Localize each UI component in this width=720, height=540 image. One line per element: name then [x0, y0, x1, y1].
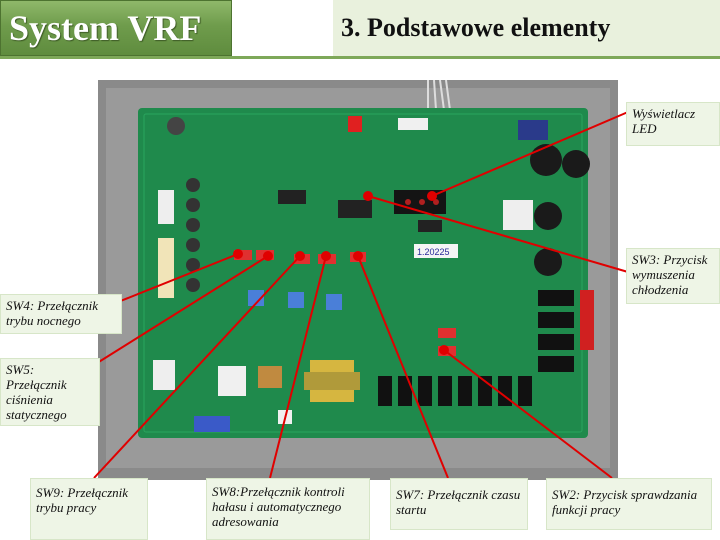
transformer-core: [304, 372, 360, 390]
header-divider: [0, 56, 720, 59]
capacitor: [186, 198, 200, 212]
blue-potentiometer: [248, 290, 264, 306]
dip-switch: [256, 250, 274, 260]
wires: [427, 79, 451, 111]
relay: [538, 290, 574, 306]
callout-sw9-text: SW9: Przełącznik trybu pracy: [36, 485, 129, 515]
callout-sw4-text: SW4: Przełącznik trybu nocnego: [6, 298, 99, 328]
relay: [518, 376, 532, 406]
callout-sw5: SW5: Przełącznik ciśnienia statycznego: [0, 358, 100, 426]
relay: [498, 376, 512, 406]
dip-switch: [438, 328, 456, 338]
subtitle-box: 3. Podstawowe elementy: [333, 0, 720, 56]
slide-title: System VRF: [9, 8, 202, 48]
relay: [538, 334, 574, 350]
capacitor: [186, 218, 200, 232]
big-capacitor: [534, 248, 562, 276]
relay: [538, 312, 574, 328]
connector-right: [503, 200, 533, 230]
dip-switch: [234, 250, 252, 260]
callout-led-text: Wyświetlacz LED: [632, 106, 696, 136]
dip-switch: [350, 252, 366, 262]
callout-sw7: SW7: Przełącznik czasu startu: [390, 478, 528, 530]
callout-led: Wyświetlacz LED: [626, 102, 720, 146]
led-segment: [419, 199, 425, 205]
callout-sw3-text: SW3: Przycisk wymuszenia chłodzenia: [632, 252, 708, 297]
callout-sw7-text: SW7: Przełącznik czasu startu: [396, 487, 521, 517]
ic-chip: [278, 190, 306, 204]
capacitor: [186, 238, 200, 252]
callout-sw8: SW8:Przełącznik kontroli hałasu i automa…: [206, 478, 370, 540]
dip-switch: [318, 254, 336, 264]
relay: [478, 376, 492, 406]
blue-capacitor: [194, 416, 230, 432]
blue-potentiometer: [326, 294, 342, 310]
red-terminal: [580, 290, 594, 350]
connector-left-2: [158, 238, 174, 298]
capacitor: [186, 258, 200, 272]
relay: [458, 376, 472, 406]
callout-sw9: SW9: Przełącznik trybu pracy: [30, 478, 148, 540]
dip-switch: [438, 346, 456, 356]
pcb-sticker-text: 1.20225: [417, 247, 450, 257]
connector-left-3: [153, 360, 175, 390]
connector-bottom: [278, 410, 292, 424]
relay: [378, 376, 392, 406]
relay: [398, 376, 412, 406]
capacitor: [186, 178, 200, 192]
pcb-board-image: 1.20225: [98, 79, 618, 480]
connector-left-1: [158, 190, 174, 224]
relay: [418, 376, 432, 406]
title-box: System VRF: [0, 0, 232, 56]
ic-chip: [338, 200, 372, 218]
blue-component: [518, 120, 548, 140]
callout-sw5-text: SW5: Przełącznik ciśnienia statycznego: [6, 362, 67, 422]
big-capacitor: [534, 202, 562, 230]
connector-bottom-left: [218, 366, 246, 396]
capacitor: [186, 278, 200, 292]
big-capacitor: [530, 144, 562, 176]
relay: [438, 376, 452, 406]
dip-switch: [294, 254, 310, 264]
coil: [258, 366, 282, 388]
relay: [538, 356, 574, 372]
red-relay-top: [348, 116, 362, 132]
slide-subtitle: 3. Podstawowe elementy: [341, 13, 611, 42]
callout-sw8-text: SW8:Przełącznik kontroli hałasu i automa…: [212, 484, 345, 529]
led-segment: [405, 199, 411, 205]
callout-sw3: SW3: Przycisk wymuszenia chłodzenia: [626, 248, 720, 304]
pcb-photo: 1.20225: [98, 79, 618, 480]
blue-potentiometer: [288, 292, 304, 308]
callout-sw4: SW4: Przełącznik trybu nocnego: [0, 294, 122, 334]
capacitor-top-left: [167, 117, 185, 135]
connector-top: [398, 118, 428, 130]
ic-chip: [418, 220, 442, 232]
callout-sw2-text: SW2: Przycisk sprawdzania funkcji pracy: [552, 487, 698, 517]
led-segment: [433, 199, 439, 205]
big-capacitor: [562, 150, 590, 178]
callout-sw2: SW2: Przycisk sprawdzania funkcji pracy: [546, 478, 712, 530]
